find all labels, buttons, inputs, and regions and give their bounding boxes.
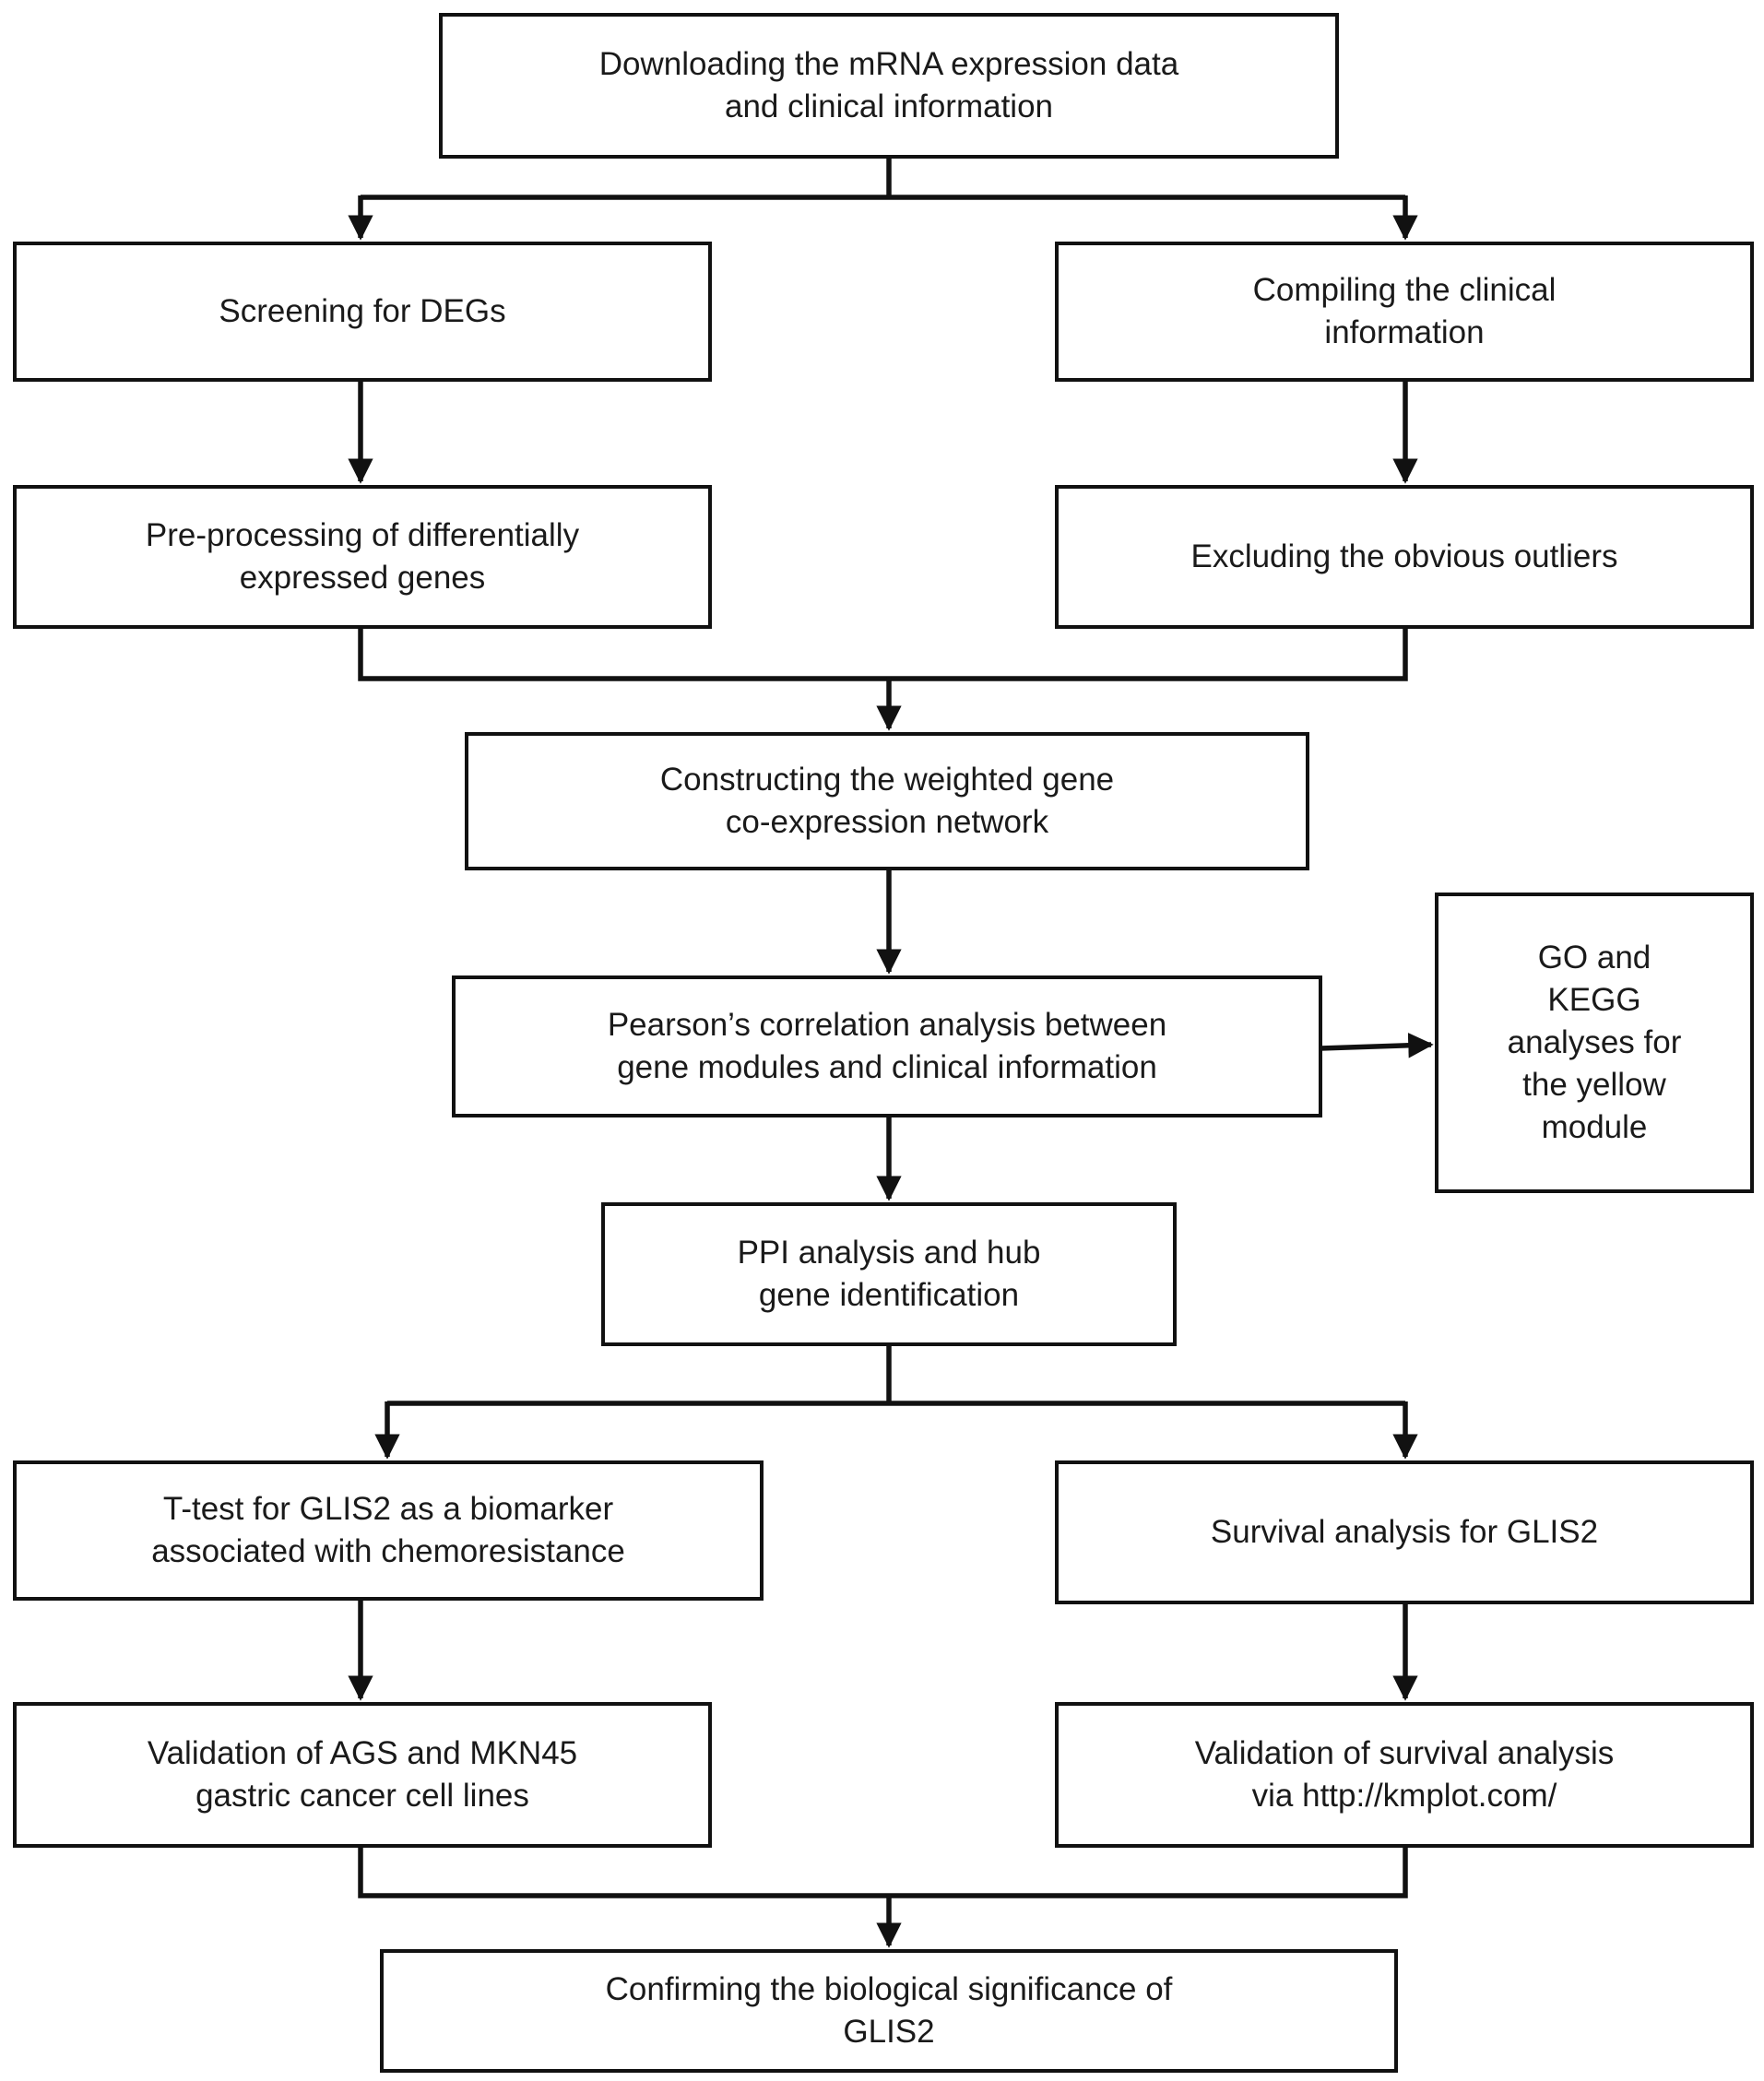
node-screening: Screening for DEGs [13, 242, 712, 382]
node-go-kegg-label: GO and KEGG analyses for the yellow modu… [1507, 940, 1682, 1145]
node-validation-cells: Validation of AGS and MKN45 gastric canc… [13, 1702, 712, 1848]
node-constructing: Constructing the weighted gene co-expres… [465, 732, 1309, 870]
node-excluding: Excluding the obvious outliers [1055, 485, 1754, 629]
edge-ppi-split [387, 1344, 1405, 1406]
node-download-label: Downloading the mRNA expression data and… [598, 46, 1179, 124]
node-ttest-label: T-test for GLIS2 as a biomarker associat… [151, 1491, 625, 1569]
node-compiling-label: Compiling the clinical information [1252, 272, 1557, 350]
node-validation-survival-label: Validation of survival analysis via http… [1194, 1735, 1615, 1814]
node-ttest: T-test for GLIS2 as a biomarker associat… [13, 1460, 764, 1601]
node-excluding-label: Excluding the obvious outliers [1190, 538, 1618, 574]
node-go-kegg: GO and KEGG analyses for the yellow modu… [1435, 893, 1754, 1193]
node-preprocessing-label: Pre-processing of differentially express… [145, 517, 580, 596]
node-confirming-label: Confirming the biological significance o… [605, 1971, 1173, 2050]
node-preprocessing: Pre-processing of differentially express… [13, 485, 712, 629]
node-survival-label: Survival analysis for GLIS2 [1210, 1514, 1599, 1550]
node-compiling: Compiling the clinical information [1055, 242, 1754, 382]
node-survival: Survival analysis for GLIS2 [1055, 1460, 1754, 1604]
node-constructing-label: Constructing the weighted gene co-expres… [659, 762, 1115, 840]
node-validation-cells-label: Validation of AGS and MKN45 gastric canc… [147, 1735, 578, 1814]
node-pearson-label: Pearson’s correlation analysis between g… [607, 1007, 1167, 1085]
node-ppi: PPI analysis and hub gene identification [601, 1202, 1177, 1346]
edge-download-split [361, 157, 1405, 200]
node-validation-survival: Validation of survival analysis via http… [1055, 1702, 1754, 1848]
node-download: Downloading the mRNA expression data and… [439, 13, 1339, 159]
edge-merge-to-confirming [358, 1846, 1408, 1898]
node-ppi-label: PPI analysis and hub gene identification [737, 1235, 1041, 1313]
node-confirming: Confirming the biological significance o… [380, 1949, 1398, 2073]
edge-merge-to-constructing [358, 627, 1408, 681]
edge-pearson-gokegg [1320, 1033, 1434, 1058]
node-pearson: Pearson’s correlation analysis between g… [452, 975, 1322, 1117]
node-screening-label: Screening for DEGs [219, 293, 506, 329]
